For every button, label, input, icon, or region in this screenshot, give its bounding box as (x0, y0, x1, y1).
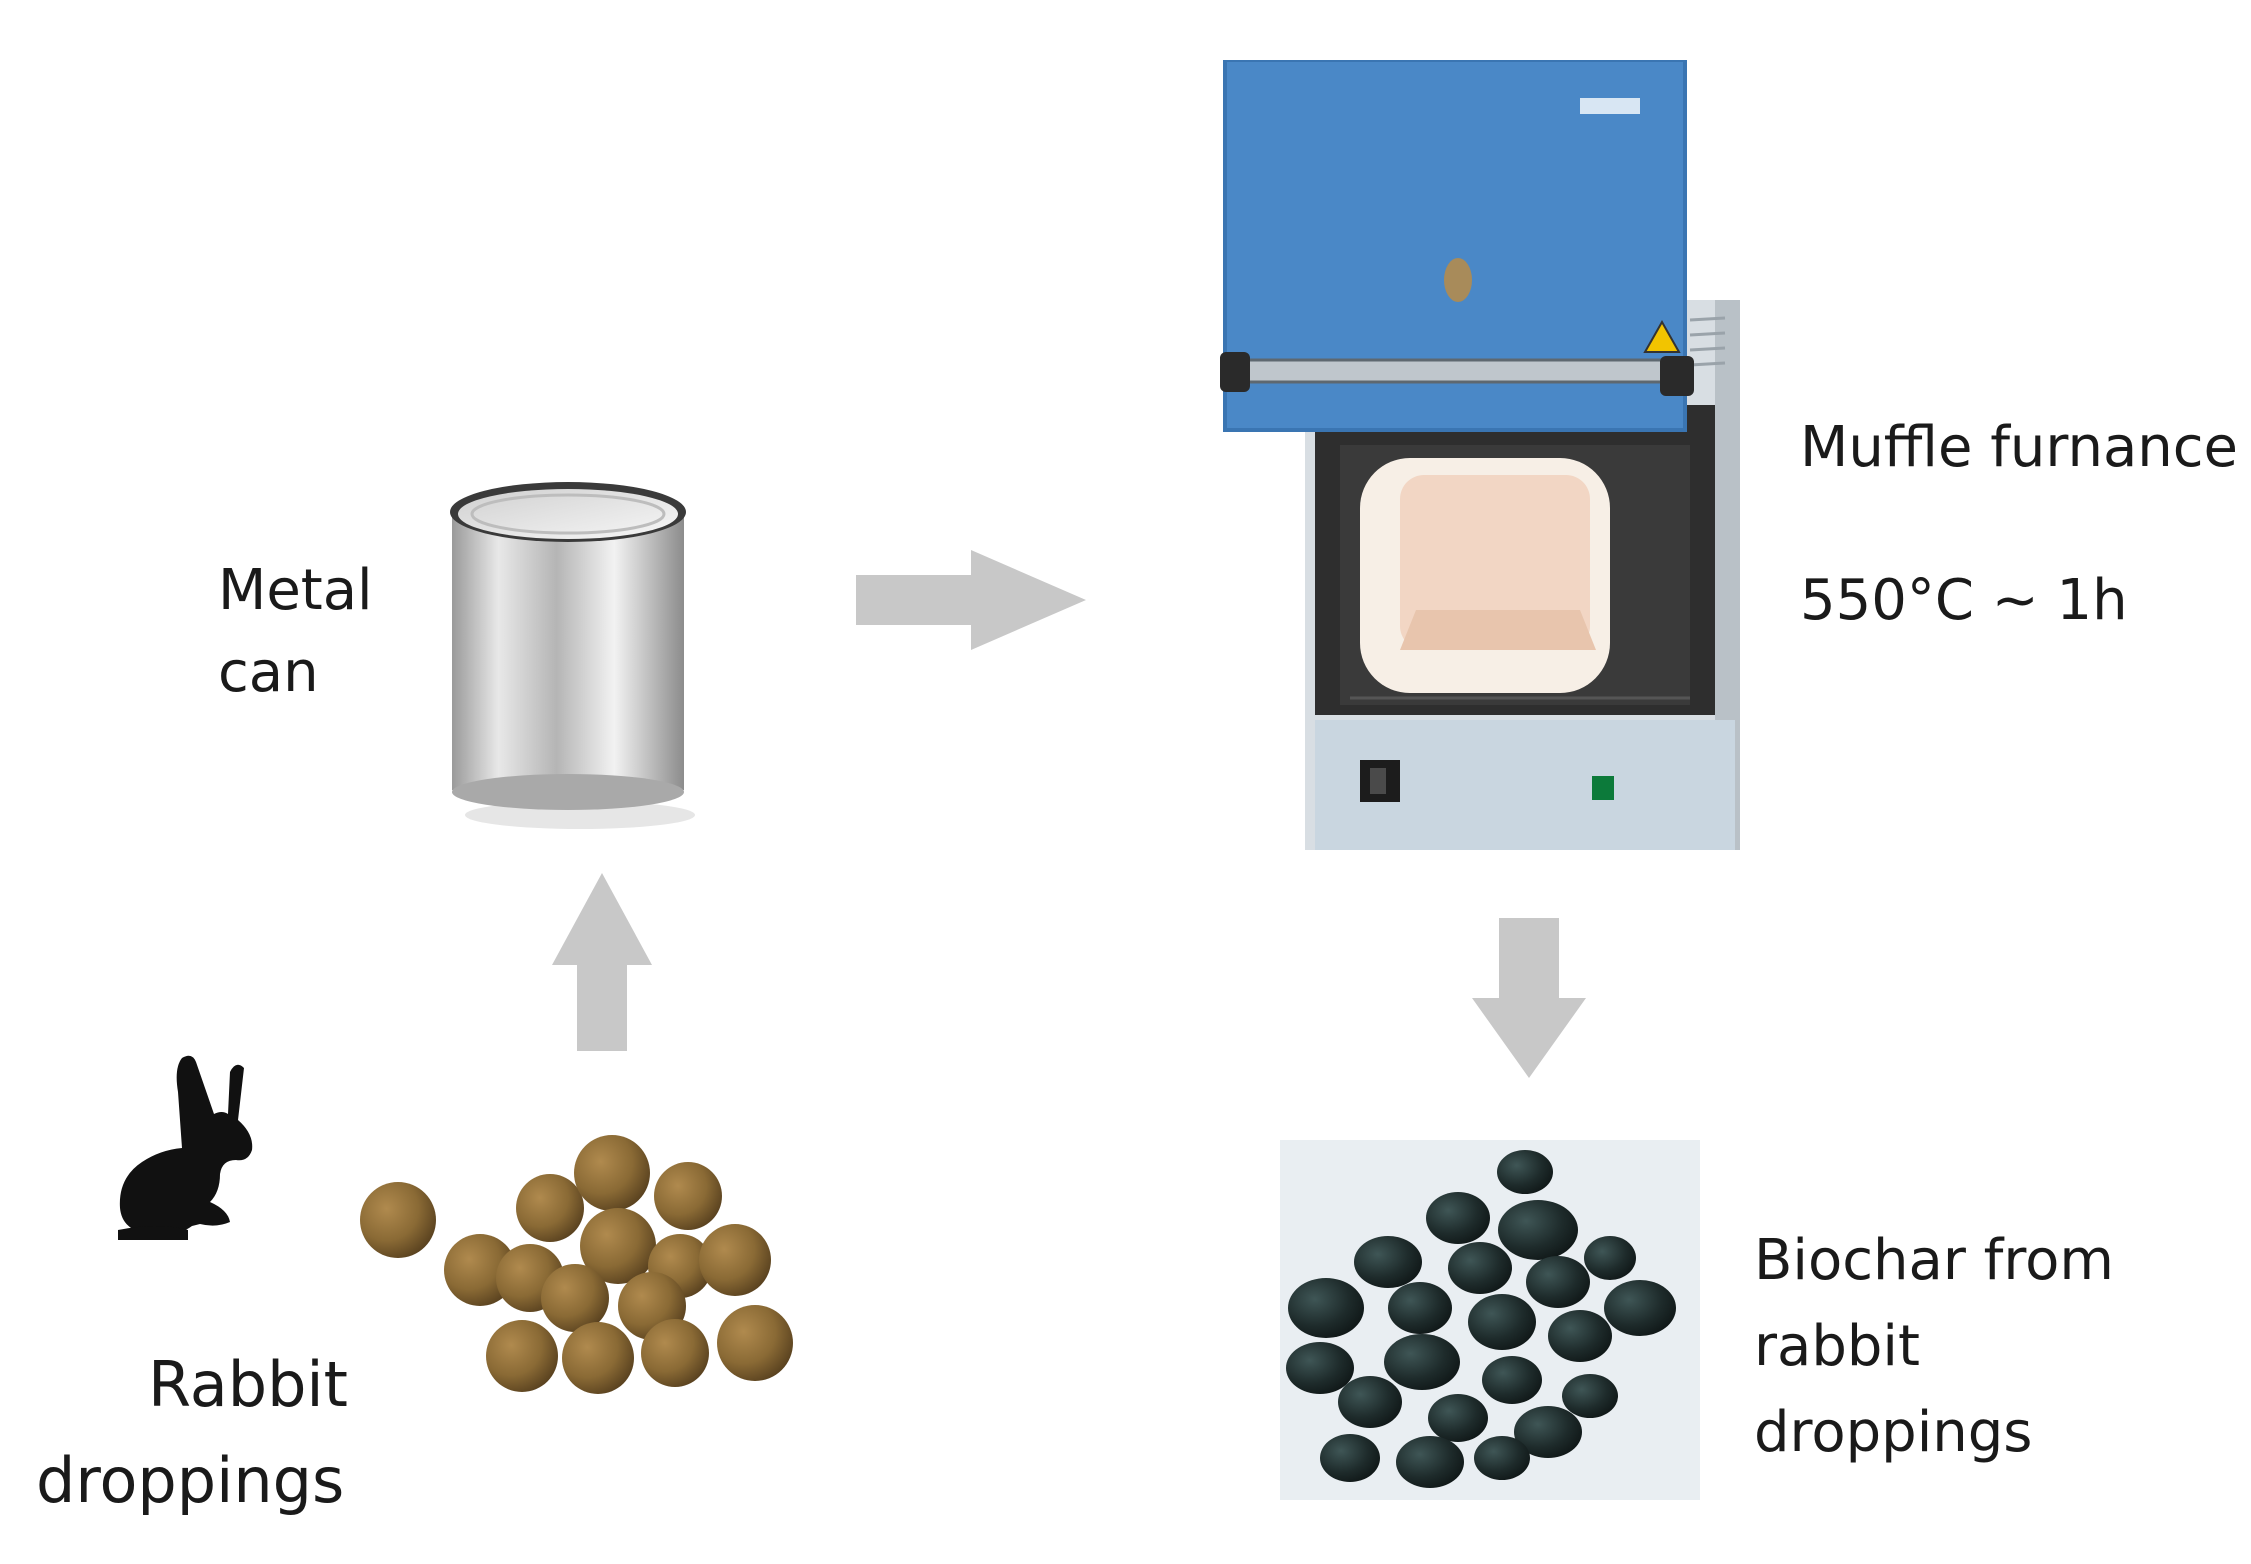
arrow-up-icon (552, 873, 652, 1051)
biochar-label-line1: Biochar from (1754, 1228, 2114, 1293)
muffle-furnace-image (1220, 60, 1760, 860)
rabbit-droppings-image (350, 1128, 820, 1408)
rabbit-droppings-label-line1: Rabbit (148, 1348, 348, 1421)
arrow-right-icon (856, 550, 1086, 650)
metal-can-image (440, 470, 700, 830)
biochar-label-line2: rabbit (1754, 1314, 1920, 1379)
arrow-down-icon (1472, 918, 1586, 1078)
rabbit-silhouette-icon (118, 1052, 268, 1242)
metal-can-label-line2: can (218, 640, 319, 705)
rabbit-droppings-label-line2: droppings (36, 1444, 345, 1517)
furnace-conditions-label: 550°C ~ 1h (1800, 568, 2128, 633)
muffle-furnace-label: Muffle furnance (1800, 415, 2238, 480)
biochar-image (1280, 1140, 1700, 1500)
metal-can-label-line1: Metal (218, 558, 373, 623)
biochar-label-line3: droppings (1754, 1400, 2033, 1465)
